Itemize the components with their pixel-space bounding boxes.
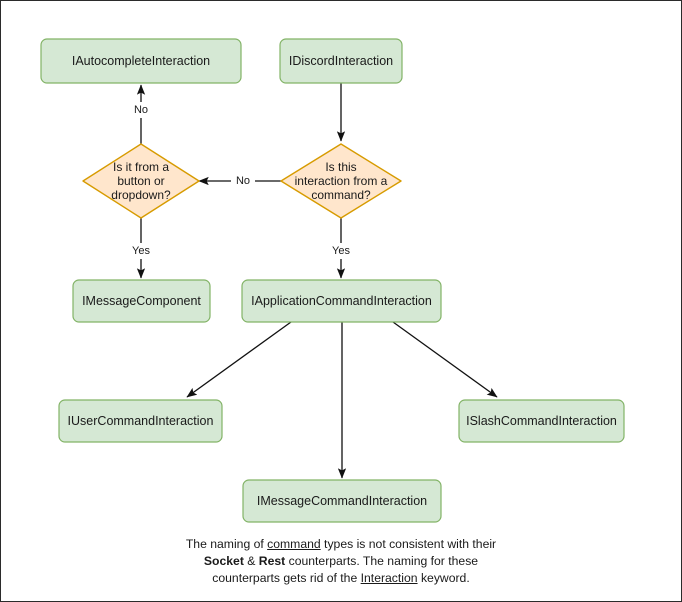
- edge-appcommand-to-slashcommand: [392, 321, 498, 398]
- node-label: IAutocompleteInteraction: [72, 54, 210, 68]
- node-messagecomponent[interactable]: IMessageComponent: [72, 279, 211, 323]
- node-shape-box: [72, 279, 211, 323]
- node-messagecommand[interactable]: IMessageCommandInteraction: [242, 479, 442, 523]
- footnote-line-1: The naming of command types is not consi…: [1, 536, 681, 553]
- edge-label-qbutton-to-autocomplete: No: [134, 104, 148, 116]
- node-shape-diamond: [280, 143, 402, 219]
- edge-label-qcommand-to-qbutton: No: [236, 175, 250, 187]
- node-label: IDiscordInteraction: [289, 54, 393, 68]
- node-slashcommand[interactable]: ISlashCommandInteraction: [458, 399, 625, 443]
- node-shape-box: [58, 399, 223, 443]
- footnote-text: The naming of: [185, 537, 268, 551]
- node-label: IUserCommandInteraction: [68, 414, 214, 428]
- footnote: The naming of command types is not consi…: [1, 536, 681, 587]
- node-label: IApplicationCommandInteraction: [251, 294, 432, 308]
- edge-label-backdrop: [129, 243, 153, 259]
- node-label-line: button or: [117, 174, 164, 188]
- footnote-underlined-command: command: [267, 537, 321, 551]
- node-shape-diamond: [82, 143, 200, 219]
- node-label-line: interaction from a: [295, 174, 388, 188]
- node-autocomplete[interactable]: IAutocompleteInteraction: [40, 38, 242, 84]
- node-appcommand[interactable]: IApplicationCommandInteraction: [241, 279, 442, 323]
- edge-label-qbutton-to-messagecomponent: Yes: [132, 245, 150, 257]
- node-label: IMessageComponent: [82, 294, 201, 308]
- footnote-bold-rest: Rest: [258, 554, 286, 568]
- footnote-line-3: counterparts gets rid of the Interaction…: [1, 570, 681, 587]
- footnote-text: counterparts gets rid of the: [212, 571, 361, 585]
- node-label-line: dropdown?: [111, 188, 171, 202]
- edge-label-qcommand-to-appcommand: Yes: [332, 245, 350, 257]
- node-discord[interactable]: IDiscordInteraction: [279, 38, 403, 84]
- footnote-text: keyword.: [417, 571, 470, 585]
- node-shape-box: [279, 38, 403, 84]
- node-label: IMessageCommandInteraction: [257, 494, 427, 508]
- footnote-line-2: Socket & Rest counterparts. The naming f…: [1, 553, 681, 570]
- edge-label-backdrop: [231, 173, 255, 189]
- node-shape-box: [40, 38, 242, 84]
- node-shape-box: [458, 399, 625, 443]
- node-shape-box: [241, 279, 442, 323]
- footnote-text: &: [243, 554, 259, 568]
- node-label: ISlashCommandInteraction: [466, 414, 617, 428]
- footnote-bold-socket: Socket: [203, 554, 244, 568]
- edge-label-backdrop: [129, 102, 153, 118]
- node-usercommand[interactable]: IUserCommandInteraction: [58, 399, 223, 443]
- footnote-text: counterparts. The naming for these: [285, 554, 479, 568]
- footnote-text: types is not consistent with their: [320, 537, 497, 551]
- nodes-layer: IAutocompleteInteraction IDiscordInteract…: [40, 38, 625, 523]
- node-label-line: Is it from a: [113, 160, 169, 174]
- edge-appcommand-to-usercommand: [186, 321, 292, 398]
- footnote-underlined-interaction: Interaction: [360, 571, 418, 585]
- edge-label-backdrop: [329, 243, 353, 259]
- node-label-line: Is this: [325, 160, 356, 174]
- node-label-line: command?: [311, 188, 371, 202]
- node-shape-box: [242, 479, 442, 523]
